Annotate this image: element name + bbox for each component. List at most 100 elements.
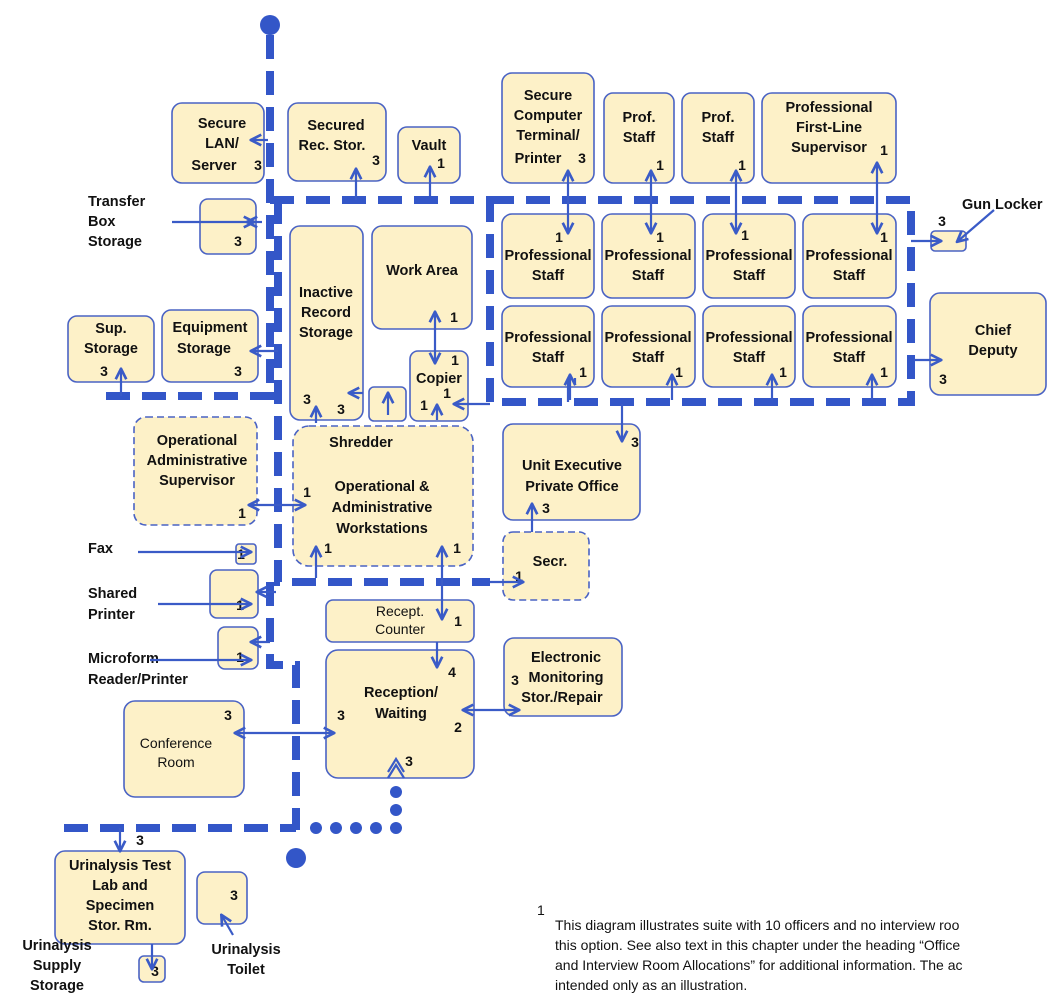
svg-text:Computer: Computer — [514, 108, 583, 124]
svg-text:Private Office: Private Office — [525, 479, 619, 495]
dotted-path — [310, 786, 402, 834]
room-inactive-record-storage: Inactive Record Storage 3 3 — [289, 225, 364, 421]
room-professional-staff-4: Professional Staff 1 — [802, 213, 897, 299]
room-electronic-monitoring: Electronic Monitoring Stor./Repair 3 — [503, 637, 623, 717]
corridor-lower — [266, 582, 300, 830]
svg-text:Lab and: Lab and — [92, 878, 148, 894]
svg-text:1: 1 — [656, 229, 664, 245]
svg-text:Professional: Professional — [604, 330, 691, 346]
svg-text:Equipment: Equipment — [173, 320, 248, 336]
svg-text:1: 1 — [324, 540, 332, 556]
svg-text:1: 1 — [451, 352, 459, 368]
svg-text:1: 1 — [738, 157, 746, 173]
svg-text:Counter: Counter — [375, 621, 425, 637]
svg-text:1: 1 — [420, 397, 428, 413]
svg-text:Professional: Professional — [705, 248, 792, 264]
svg-text:3: 3 — [511, 672, 519, 688]
svg-text:Professional: Professional — [705, 330, 792, 346]
label-transfer-box-storage: Transfer Box Storage — [88, 194, 146, 250]
svg-text:Staff: Staff — [833, 268, 865, 284]
room-recept-counter: Recept. Counter 1 — [325, 599, 475, 643]
svg-text:3: 3 — [230, 887, 238, 903]
room-secured-rec-stor: Secured Rec. Stor. 3 — [287, 102, 387, 182]
svg-text:Staff: Staff — [702, 130, 734, 146]
svg-text:3: 3 — [100, 363, 108, 379]
room-prof-staff-1: Prof. Staff 1 — [603, 92, 675, 184]
svg-text:Room: Room — [157, 754, 194, 770]
room-vault: Vault 1 — [397, 126, 461, 184]
svg-text:1: 1 — [303, 484, 311, 500]
corridor-inner — [274, 200, 490, 586]
svg-text:Shredder: Shredder — [329, 435, 393, 451]
svg-text:Gun Locker: Gun Locker — [962, 197, 1043, 213]
svg-text:1: 1 — [450, 309, 458, 325]
svg-text:4: 4 — [448, 664, 456, 680]
svg-text:Storage: Storage — [177, 341, 231, 357]
svg-text:1: 1 — [880, 142, 888, 158]
room-professional-staff-6: Professional Staff 1 — [601, 305, 696, 388]
svg-text:2: 2 — [454, 719, 462, 735]
room-prof-staff-2: Prof. Staff 1 — [681, 92, 755, 184]
svg-text:Professional: Professional — [785, 100, 872, 116]
svg-text:Fax: Fax — [88, 541, 113, 557]
room-unit-executive-private-office: Unit Executive Private Office 3 3 — [502, 423, 641, 521]
svg-text:and Interview Room Allocations: and Interview Room Allocations” for addi… — [555, 957, 963, 973]
svg-text:Unit Executive: Unit Executive — [522, 458, 622, 474]
svg-text:Transfer: Transfer — [88, 194, 146, 210]
svg-text:Printer: Printer — [515, 151, 562, 167]
svg-text:1: 1 — [453, 540, 461, 556]
svg-text:Sup.: Sup. — [95, 321, 126, 337]
room-sup-storage: Sup. Storage 3 — [67, 315, 155, 383]
adjacency-arrows — [120, 140, 995, 968]
svg-text:Microform: Microform — [88, 651, 159, 667]
svg-text:3: 3 — [337, 707, 345, 723]
room-professional-staff-3: Professional Staff 1 — [702, 213, 796, 299]
svg-text:1: 1 — [880, 364, 888, 380]
svg-text:1: 1 — [675, 364, 683, 380]
svg-text:Staff: Staff — [733, 350, 765, 366]
svg-text:Storage: Storage — [84, 341, 138, 357]
room-professional-staff-1: Professional Staff 1 — [501, 213, 595, 299]
svg-text:Secr.: Secr. — [533, 554, 568, 570]
svg-text:Staff: Staff — [632, 268, 664, 284]
room-urinalysis-toilet: 3 Urinalysis Toilet — [196, 871, 281, 978]
svg-text:Prof.: Prof. — [622, 110, 655, 126]
svg-text:Prof.: Prof. — [701, 110, 734, 126]
svg-text:1: 1 — [454, 613, 462, 629]
svg-text:First-Line: First-Line — [796, 120, 862, 136]
svg-text:Administrative: Administrative — [147, 453, 248, 469]
svg-text:Professional: Professional — [805, 330, 892, 346]
svg-text:Staff: Staff — [833, 350, 865, 366]
room-professional-staff-7: Professional Staff 1 — [702, 305, 796, 388]
svg-text:Storage: Storage — [88, 234, 142, 250]
svg-text:3: 3 — [405, 753, 413, 769]
room-professional-staff-8: Professional Staff 1 — [802, 305, 897, 388]
room-work-area: Work Area 1 — [371, 225, 473, 330]
svg-text:Server: Server — [191, 158, 237, 174]
room-chief-deputy: Chief Deputy 3 — [929, 292, 1047, 396]
svg-text:Reader/Printer: Reader/Printer — [88, 672, 188, 688]
svg-text:3: 3 — [234, 363, 242, 379]
svg-text:1: 1 — [656, 157, 664, 173]
room-gun-locker: 3 Gun Locker — [930, 197, 1043, 252]
room-transfer-box-storage: 3 — [199, 198, 257, 255]
svg-text:1: 1 — [880, 229, 888, 245]
svg-text:This diagram illustrates suite: This diagram illustrates suite with 10 o… — [555, 917, 960, 933]
svg-text:Deputy: Deputy — [968, 343, 1017, 359]
svg-text:Supervisor: Supervisor — [159, 473, 235, 489]
room-shared-printer: 1 Shared Printer — [88, 569, 259, 623]
svg-text:1: 1 — [443, 385, 451, 401]
svg-text:3: 3 — [578, 150, 586, 166]
room-secure-computer-terminal: Secure Computer Terminal/ Printer 3 — [501, 72, 595, 184]
room-professional-first-line-supervisor: Professional First-Line Supervisor 1 — [761, 92, 897, 184]
svg-text:Secure: Secure — [524, 88, 572, 104]
svg-text:Waiting: Waiting — [375, 706, 427, 722]
svg-text:Professional: Professional — [504, 248, 591, 264]
svg-text:Electronic: Electronic — [531, 650, 601, 666]
svg-text:1: 1 — [741, 227, 749, 243]
svg-text:3: 3 — [631, 434, 639, 450]
svg-text:1: 1 — [236, 649, 244, 665]
svg-text:3: 3 — [337, 401, 345, 417]
svg-text:Professional: Professional — [604, 248, 691, 264]
svg-text:Shared: Shared — [88, 586, 137, 602]
